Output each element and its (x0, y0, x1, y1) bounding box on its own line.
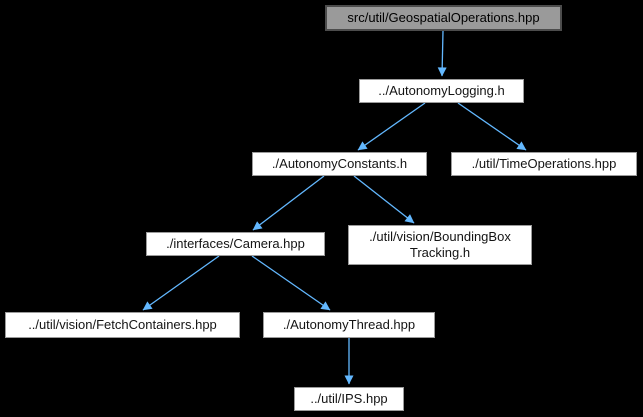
edge-logging-to-timeops (457, 102, 527, 151)
node-ips[interactable]: ../util/IPS.hpp (294, 387, 404, 411)
node-fetch-containers[interactable]: ../util/vision/FetchContainers.hpp (5, 312, 240, 338)
node-boundingbox-tracking[interactable]: ./util/vision/BoundingBox Tracking.h (348, 225, 532, 265)
node-autonomy-logging[interactable]: ../AutonomyLogging.h (359, 79, 524, 103)
node-time-operations[interactable]: ./util/TimeOperations.hpp (451, 152, 637, 176)
node-geospatial-operations: src/util/GeospatialOperations.hpp (325, 5, 562, 31)
edge-constants-to-boundingbox (353, 175, 415, 224)
edge-geospatial-to-logging (437, 30, 447, 77)
node-autonomy-constants[interactable]: ./AutonomyConstants.h (252, 152, 427, 176)
edge-camera-to-fetch (142, 255, 220, 311)
edge-camera-to-thread (251, 255, 331, 311)
edge-logging-to-constants (357, 102, 426, 151)
edge-constants-to-camera (252, 175, 325, 231)
node-camera[interactable]: ./interfaces/Camera.hpp (146, 232, 325, 256)
node-autonomy-thread[interactable]: ./AutonomyThread.hpp (263, 312, 435, 338)
